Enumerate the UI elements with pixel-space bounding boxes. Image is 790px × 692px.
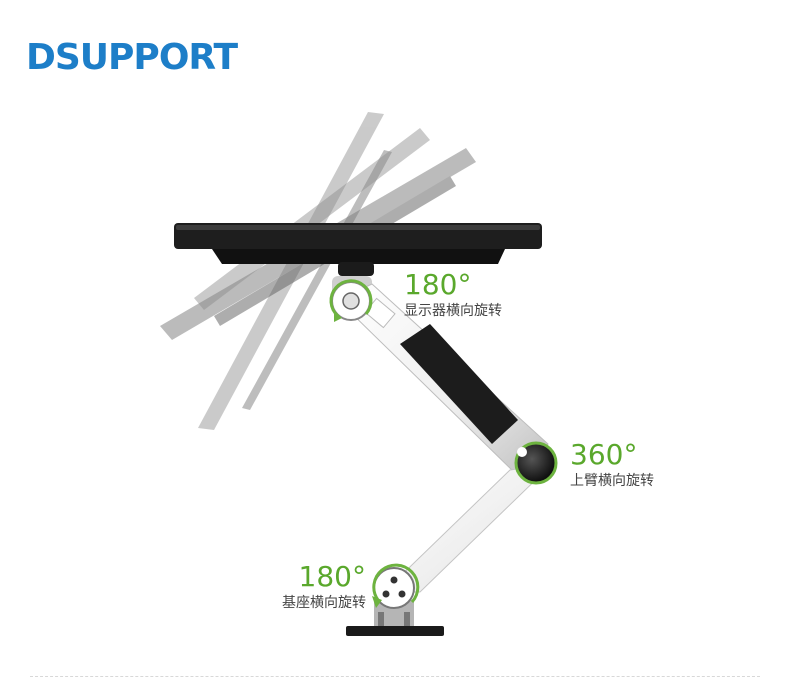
elbow-joint	[514, 441, 558, 485]
main-monitor	[174, 223, 542, 264]
upper-arm-rotation-caption: 上臂横向旋转	[570, 473, 654, 489]
lower-arm	[382, 463, 554, 593]
base-rotation-caption: 基座横向旋转	[282, 595, 366, 611]
bottom-divider	[30, 676, 760, 677]
ghost-monitor-tilt	[194, 128, 430, 310]
monitor-rotation-callout: 180° 显示器横向旋转	[404, 270, 502, 320]
upper-arm-rotation-callout: 360° 上臂横向旋转	[570, 440, 654, 490]
base-assembly	[346, 563, 444, 636]
brand-name: DSUPPORT	[26, 37, 238, 78]
monitor-joint	[329, 279, 373, 322]
base-rotation-degree: 180°	[298, 560, 366, 593]
brand-logo: DSUPPORT	[26, 37, 238, 78]
monitor-rotation-degree: 180°	[404, 268, 472, 301]
monitor-rotation-caption: 显示器横向旋转	[404, 303, 502, 319]
upper-arm-rotation-degree: 360°	[570, 438, 638, 471]
forearm	[337, 283, 549, 477]
base-rotation-callout: 180° 基座横向旋转	[254, 562, 366, 612]
